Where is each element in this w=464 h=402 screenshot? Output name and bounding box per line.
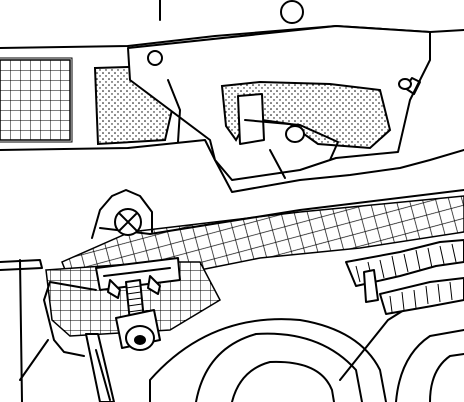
wiring-harness bbox=[345, 239, 464, 315]
bracket-bolt-hole bbox=[147, 50, 163, 66]
left-grille bbox=[0, 57, 73, 143]
retaining-wire bbox=[43, 281, 97, 357]
upper-bracket bbox=[127, 25, 431, 181]
adjuster-screw bbox=[115, 279, 161, 351]
mounting-hole-top bbox=[280, 0, 304, 24]
frame-brace bbox=[19, 339, 49, 381]
bracket-fastener bbox=[285, 125, 305, 143]
locating-pin bbox=[398, 78, 412, 90]
pointer-tool bbox=[85, 333, 115, 402]
support-rod bbox=[167, 79, 181, 143]
adjuster-clip bbox=[95, 257, 181, 299]
upper-body-panel bbox=[0, 0, 464, 193]
